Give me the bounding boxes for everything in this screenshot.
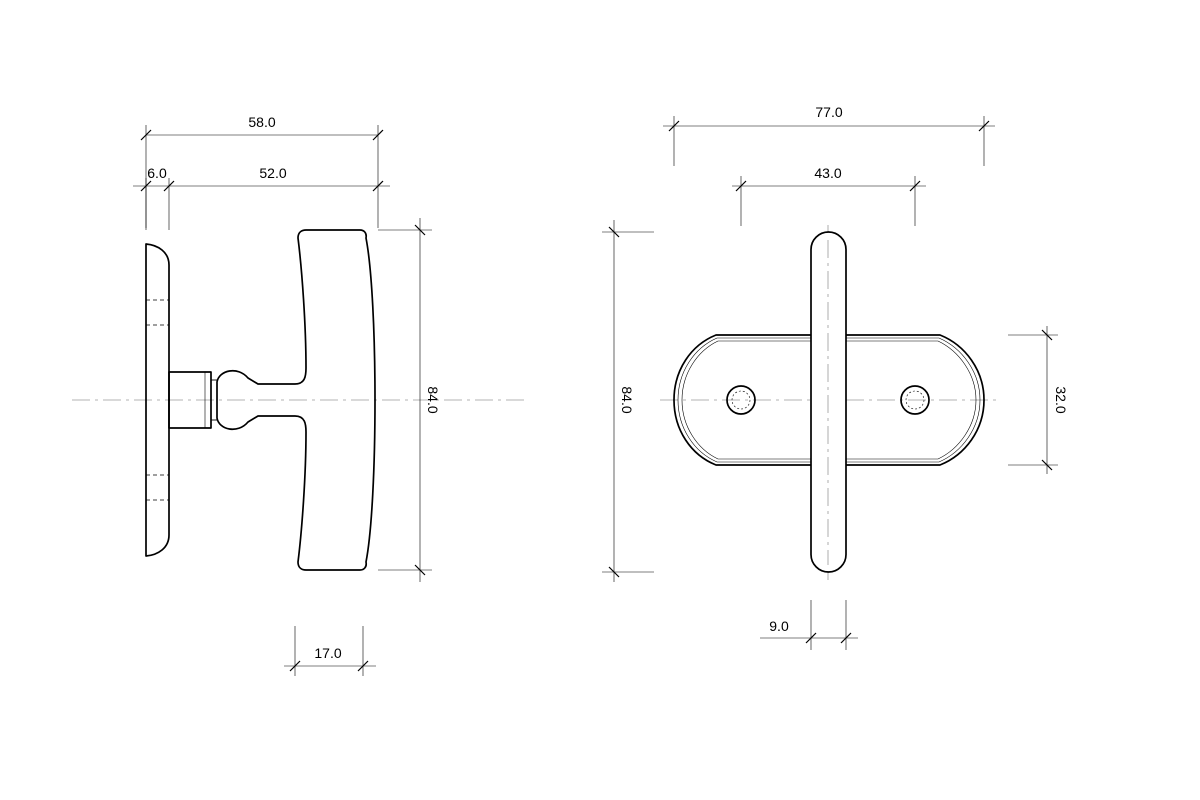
side-handle-body: [216, 229, 376, 571]
dim-side-handle-height: 84.0: [378, 218, 441, 582]
front-plate-bevel: [677, 337, 981, 463]
side-view: 58.0 6.0 52.0 84.0: [72, 114, 528, 676]
dim-text-77: 77.0: [815, 104, 842, 120]
dim-text-32: 32.0: [1053, 386, 1069, 413]
front-screw-hole-right: [900, 385, 930, 415]
dim-text-17: 17.0: [314, 645, 341, 661]
front-screw-hole-left: [726, 385, 756, 415]
dim-front-hole-spacing: 43.0: [732, 165, 926, 226]
dim-text-6: 6.0: [147, 165, 167, 181]
dim-side-grip-depth: 17.0: [284, 626, 376, 676]
dim-front-plate-width: 77.0: [663, 104, 995, 166]
dim-side-chain: 6.0 52.0: [133, 165, 390, 230]
dim-text-9: 9.0: [769, 618, 789, 634]
front-view: 77.0 43.0 84.0 32.0: [602, 104, 1069, 650]
dim-front-bar-width: 9.0: [760, 600, 858, 650]
dim-text-84-side: 84.0: [425, 386, 441, 413]
front-plate-bevel-inner: [681, 340, 977, 460]
front-handle-bar: [810, 231, 847, 573]
side-rose-plate: [145, 243, 170, 557]
dim-text-52: 52.0: [259, 165, 286, 181]
dim-side-overall-width: 58.0: [140, 114, 384, 228]
dim-text-84-front: 84.0: [619, 386, 635, 413]
dim-front-plate-height: 32.0: [1008, 326, 1069, 474]
dim-front-handle-height: 84.0: [602, 220, 654, 582]
dim-text-43: 43.0: [814, 165, 841, 181]
front-plate: [673, 334, 985, 466]
dim-text-58: 58.0: [248, 114, 275, 130]
